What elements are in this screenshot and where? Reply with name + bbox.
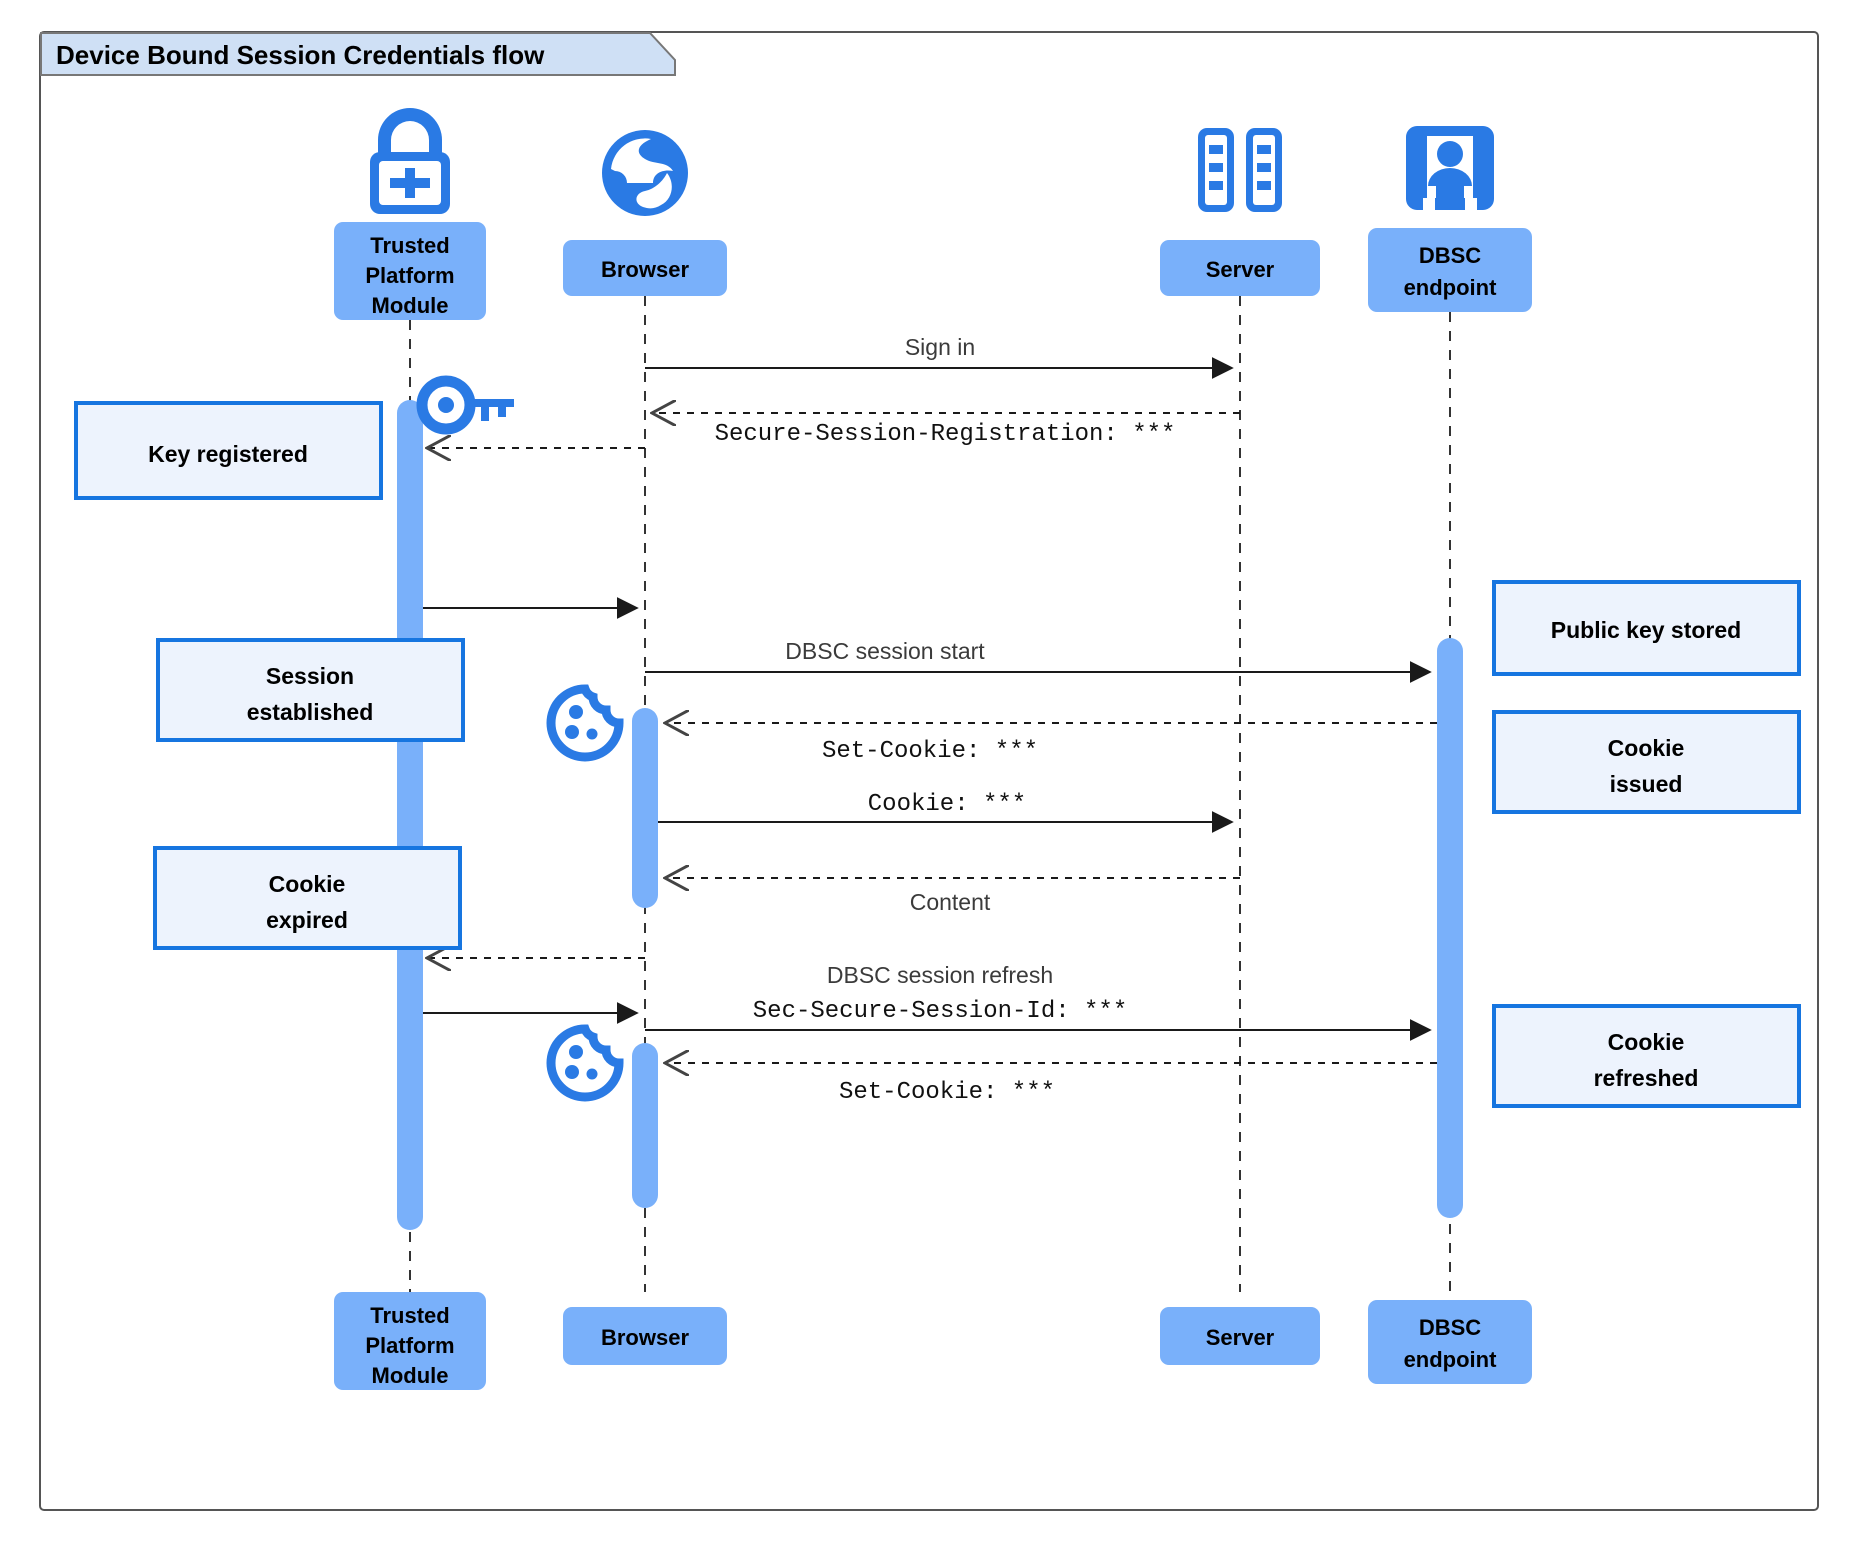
message-label: Content [910, 889, 991, 915]
message-dbsc-session-start: DBSC session start [645, 638, 1432, 683]
participant-label-line: Server [1206, 1325, 1275, 1350]
diagram-title: Device Bound Session Credentials flow [56, 40, 545, 70]
message-content: Content [665, 878, 1240, 915]
message-sign-in: Sign in [645, 334, 1234, 379]
note-line: Session [266, 663, 354, 689]
diagram-title-tab: Device Bound Session Credentials flow [40, 32, 676, 76]
participant-label-line: Trusted [370, 1303, 449, 1328]
participant-label-line: DBSC [1419, 243, 1481, 268]
message-set-cookie-1: Set-Cookie: *** [665, 723, 1437, 765]
participant-footer-server[interactable]: Server [1160, 1307, 1320, 1365]
message-label: Set-Cookie: *** [839, 1079, 1055, 1106]
message-label: DBSC session start [785, 638, 985, 664]
message-label: Secure-Session-Registration: *** [715, 421, 1176, 448]
server-racks-icon [1198, 128, 1282, 212]
participant-label-line: Module [372, 293, 449, 318]
message-label-secondary: Sec-Secure-Session-Id: *** [753, 998, 1127, 1025]
note-line: established [247, 699, 374, 725]
key-icon [416, 375, 514, 435]
participant-header-tpm[interactable]: Trusted Platform Module [334, 222, 486, 320]
message-label: Set-Cookie: *** [822, 738, 1038, 765]
cookie-icon [546, 1024, 624, 1102]
participant-label-line: Module [372, 1363, 449, 1388]
message-label: Sign in [905, 334, 975, 360]
message-secure-session-registration: Secure-Session-Registration: *** [652, 413, 1240, 448]
participant-header-server[interactable]: Server [1160, 240, 1320, 296]
note-line: Cookie [269, 871, 346, 897]
participant-label-line: Browser [601, 257, 689, 282]
activation-bar-browser-1 [632, 708, 658, 908]
note-key-registered: Key registered [74, 401, 383, 500]
participant-label-line: DBSC [1419, 1315, 1481, 1340]
note-line: Cookie [1608, 1029, 1685, 1055]
note-line: refreshed [1594, 1065, 1699, 1091]
note-line: issued [1610, 771, 1683, 797]
note-cookie-expired: Cookie expired [153, 846, 462, 950]
note-session-established: Session established [156, 638, 465, 742]
participant-label-line: Platform [365, 263, 454, 288]
participant-header-dbsc[interactable]: DBSC endpoint [1368, 228, 1532, 312]
participant-label-line: Browser [601, 1325, 689, 1350]
note-cookie-issued: Cookie issued [1492, 710, 1801, 814]
note-cookie-refreshed: Cookie refreshed [1492, 1004, 1801, 1108]
cookie-icon [546, 684, 624, 762]
participant-label-line: endpoint [1404, 275, 1498, 300]
message-cookie: Cookie: *** [658, 791, 1234, 833]
message-set-cookie-2: Set-Cookie: *** [665, 1063, 1437, 1106]
message-dbsc-session-refresh: DBSC session refresh Sec-Secure-Session-… [645, 962, 1432, 1041]
participant-footer-tpm[interactable]: Trusted Platform Module [334, 1292, 486, 1390]
participant-label-line: Trusted [370, 233, 449, 258]
note-line: Cookie [1608, 735, 1685, 761]
id-badge-icon [1406, 126, 1494, 210]
note-line: expired [266, 907, 348, 933]
participant-label-line: Server [1206, 257, 1275, 282]
participant-footer-dbsc[interactable]: DBSC endpoint [1368, 1300, 1532, 1384]
activation-bar-browser-2 [632, 1043, 658, 1208]
message-label: DBSC session refresh [827, 962, 1053, 988]
participant-label-line: Platform [365, 1333, 454, 1358]
activation-bar-dbsc [1437, 638, 1463, 1218]
message-label: Cookie: *** [868, 791, 1026, 818]
activation-bar-tpm [397, 400, 423, 1230]
note-line: Key registered [148, 441, 308, 467]
globe-icon [602, 130, 688, 216]
participant-header-browser[interactable]: Browser [563, 240, 727, 296]
lock-plus-icon [370, 108, 450, 214]
participant-label-line: endpoint [1404, 1347, 1498, 1372]
participant-footer-browser[interactable]: Browser [563, 1307, 727, 1365]
note-line: Public key stored [1551, 617, 1741, 643]
note-public-key-stored: Public key stored [1492, 580, 1801, 676]
